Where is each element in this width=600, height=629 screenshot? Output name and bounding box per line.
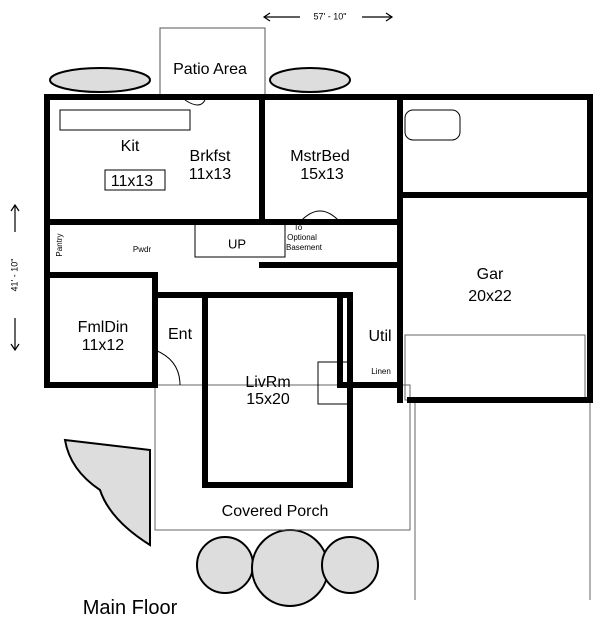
utility-label: Util — [368, 328, 392, 345]
powder-label: Pwdr — [132, 245, 152, 254]
garage-size: 20x22 — [468, 288, 512, 305]
patio-label: Patio Area — [173, 61, 247, 78]
master-bed-label: MstrBed — [290, 148, 350, 165]
porch-label: Covered Porch — [221, 503, 329, 520]
stairs — [194, 221, 286, 258]
bathtub — [404, 109, 461, 141]
pantry-label: Pantry — [55, 233, 64, 257]
kitchen-size: 11x13 — [110, 173, 154, 190]
depth-dimension-arrow — [10, 203, 20, 352]
driveway — [414, 400, 591, 600]
family-dining-label: FmlDin — [77, 319, 129, 336]
kitchen-island — [104, 169, 166, 191]
floor-title: Main Floor — [82, 597, 178, 619]
fireplace — [317, 361, 351, 405]
width-dimension-arrow — [262, 12, 394, 22]
basement-label-1: To — [293, 223, 303, 232]
master-bed-size: 15x13 — [300, 166, 344, 183]
entry-label: Ent — [167, 326, 193, 343]
basement-label-2: Optional — [287, 233, 317, 242]
linen-label: Linen — [371, 367, 391, 376]
breakfast-size: 11x13 — [188, 166, 232, 183]
kitchen-label: Kit — [120, 138, 140, 155]
width-dimension: 57' - 10" — [313, 11, 347, 22]
kitchen-counter — [59, 109, 191, 131]
basement-label-3: Basement — [285, 243, 323, 252]
breakfast-label: Brkfst — [189, 148, 231, 165]
shrub-icons — [49, 67, 379, 607]
living-room-size: 15x20 — [246, 391, 290, 408]
family-dining-size: 11x12 — [81, 337, 125, 354]
porch-slab — [154, 384, 411, 531]
living-room-label: LivRm — [245, 374, 291, 391]
garage-label: Gar — [476, 266, 504, 283]
stairs-up-label: UP — [227, 236, 247, 252]
garage-door — [404, 334, 586, 401]
depth-dimension: 41' - 10" — [9, 258, 20, 292]
door-swing — [154, 99, 341, 386]
